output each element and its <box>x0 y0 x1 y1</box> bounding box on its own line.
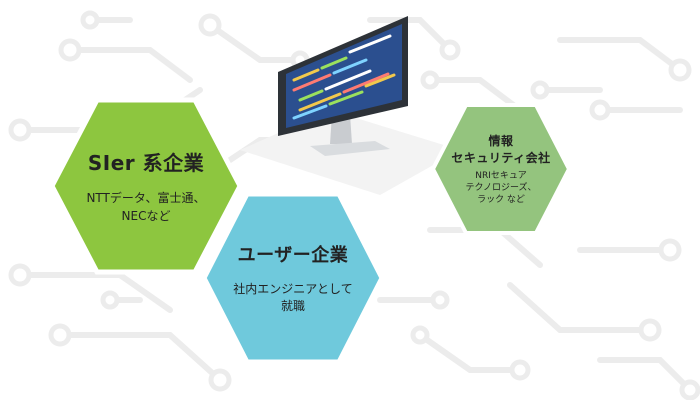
hexagon-user-title: ユーザー企業 <box>237 244 349 266</box>
hexagon-security-title-line: 情報 <box>488 133 514 148</box>
hexagon-user-desc-line: 社内エンジニアとして <box>233 281 353 296</box>
hexagon-security: 情報 セキュリティ会社 NRIセキュア テクノロジーズ、 ラック など <box>430 102 572 236</box>
code-editor-icon <box>286 24 402 128</box>
hexagon-sier-shape <box>49 97 243 275</box>
hexagon-user: ユーザー企業 社内エンジニアとして 就職 <box>200 190 386 366</box>
hexagon-sier-desc-line: NTTデータ、富士通、 <box>86 191 206 206</box>
hexagon-user-shape <box>201 191 385 365</box>
hexagon-security-shape <box>430 103 572 235</box>
monitor-illustration <box>278 16 408 156</box>
hexagon-sier: SIer 系企業 NTTデータ、富士通、 NECなど <box>48 96 244 276</box>
hexagon-security-desc-line: NRIセキュア <box>475 170 527 181</box>
hexagon-user-desc-line: 就職 <box>280 299 305 313</box>
hexagon-security-desc-line: ラック など <box>477 195 525 206</box>
hexagon-sier-title: SIer 系企業 <box>87 151 205 176</box>
hexagon-security-desc-line: テクノロジーズ、 <box>465 182 537 193</box>
hexagon-sier-desc-line: NECなど <box>121 208 171 223</box>
hexagon-security-title-line: セキュリティ会社 <box>451 150 551 165</box>
